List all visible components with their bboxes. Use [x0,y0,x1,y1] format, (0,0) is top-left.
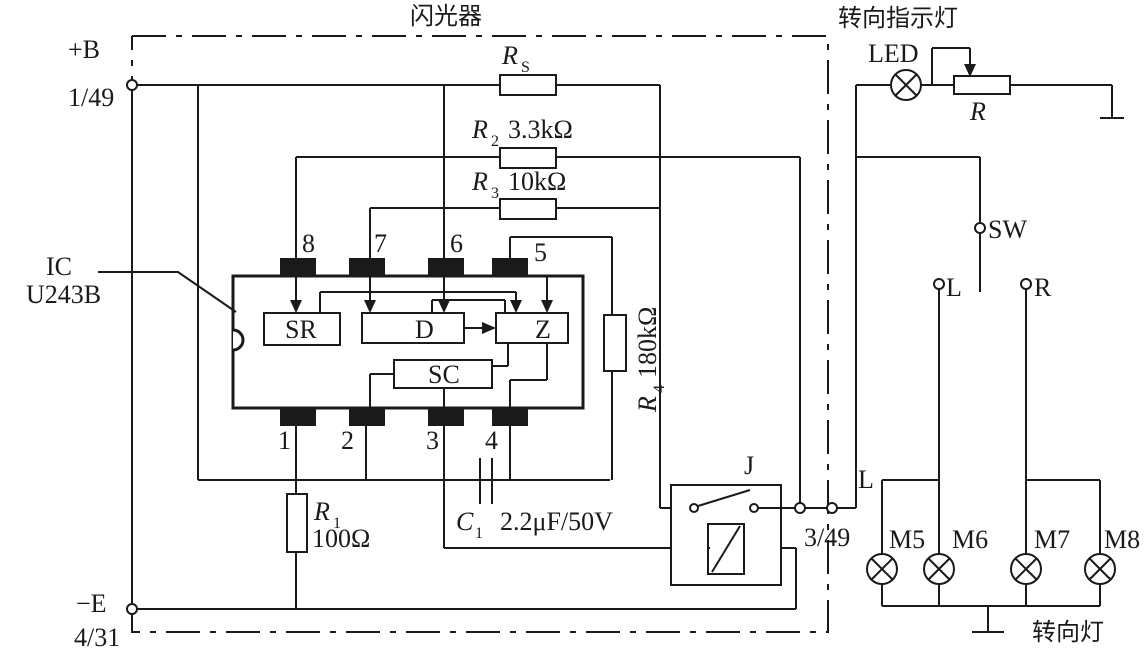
svg-text:R: R [501,41,518,70]
svg-text:4: 4 [651,385,668,393]
indicator-title: 转向指示灯 [838,4,958,32]
block-sr-label: SR [285,315,317,344]
r2-label: R 2 3.3kΩ [471,115,573,150]
output-terminal [794,85,857,514]
ic-leader-line [98,271,237,313]
ic-block-z [495,312,569,344]
ic-pin-2 [349,408,385,426]
ic-block-d [361,312,465,344]
pin-5-label: 5 [534,238,547,267]
pin-8-label: 8 [302,229,315,258]
ic-internal-wiring [290,275,553,408]
block-z-label: Z [535,315,551,344]
turn-lamps-title: 转向灯 [1032,618,1104,646]
output-terminal-number: 3/49 [804,523,850,552]
lamp-m8-label: M8 [1104,525,1140,554]
neg-terminal-name: −E [76,589,107,618]
pin-3-label: 3 [426,426,439,455]
switch-left-label: L [946,273,962,302]
ic-pin-8 [280,258,316,276]
output-terminal-l: L [858,465,874,494]
svg-text:100Ω: 100Ω [312,524,370,553]
switch-contact-left [933,278,945,290]
lamp-m8 [1084,553,1116,585]
switch-right-label: R [1034,273,1052,302]
lamp-m6-label: M6 [952,525,988,554]
resistor-r2 [499,147,557,169]
flasher-title: 闪光器 [410,2,482,30]
pin-2-label: 2 [341,426,354,455]
block-sc-label: SC [428,360,460,389]
svg-text:R: R [471,167,488,196]
lamp-m7-label: M7 [1034,525,1070,554]
c1-label: C 1 2.2μF/50V [456,507,613,542]
r4-label: R 4 180kΩ [633,307,668,413]
svg-text:180kΩ: 180kΩ [633,307,662,378]
indicator-lamp-circuit [856,47,1124,119]
led-label: LED [868,39,919,68]
lamp-m7 [1010,553,1042,585]
svg-text:R: R [313,497,330,526]
ic-pin-5 [492,258,528,276]
r4-branch [509,236,627,480]
pin-4-label: 4 [485,426,498,455]
pin-6-label: 6 [450,229,463,258]
ic-pin-4 [492,408,528,426]
ic-pin-7 [349,258,385,276]
svg-text:C: C [456,507,474,536]
pin-7-label: 7 [374,229,387,258]
pot-r-label: R [969,97,986,126]
r2-r3-network [295,156,801,508]
positive-terminal-node [126,79,138,91]
rs-label: R S [501,41,530,76]
block-d-label: D [415,315,434,344]
negative-terminal-node [126,603,138,615]
ic-pin-1 [280,408,316,426]
svg-text:10kΩ: 10kΩ [508,167,566,196]
resistor-r3 [499,198,557,220]
svg-text:3.3kΩ: 3.3kΩ [508,115,573,144]
svg-text:S: S [521,59,530,76]
relay-j [670,484,796,586]
switch-contact-right [1020,278,1032,290]
resistor-r1 [286,493,308,553]
svg-text:R: R [633,396,662,413]
resistor-r4 [603,314,627,372]
ic-block-sr [263,312,341,346]
svg-text:2.2μF/50V: 2.2μF/50V [500,507,613,536]
ic-label: IC [46,252,72,281]
switch-pivot [974,222,986,234]
potentiometer-r [953,75,1011,95]
r3-label: R 3 10kΩ [471,167,566,202]
neg-terminal-number: 4/31 [74,623,120,652]
r1-label: R 1 100Ω [312,497,370,553]
lamp-m6 [923,553,955,585]
positive-rail [126,79,690,590]
pin-1-label: 1 [278,426,291,455]
lamp-m5 [866,553,898,585]
ic-notch [232,328,245,352]
ic-pin-6 [428,258,464,276]
svg-text:3: 3 [491,185,499,202]
relay-label: J [744,451,754,480]
lamp-m5-label: M5 [889,525,925,554]
ic-pin-3 [428,408,464,426]
svg-text:R: R [471,115,488,144]
turn-lamps-circuit [881,289,1101,633]
ic-model: U243B [26,280,101,309]
resistor-rs [499,74,557,96]
svg-text:2: 2 [491,133,499,150]
switch-label: SW [988,215,1027,244]
ic-bottom-wiring [286,426,710,609]
svg-text:1: 1 [333,515,341,532]
pos-terminal-name: +B [68,35,100,64]
pos-terminal-number: 1/49 [68,83,114,112]
svg-text:1: 1 [475,525,483,542]
